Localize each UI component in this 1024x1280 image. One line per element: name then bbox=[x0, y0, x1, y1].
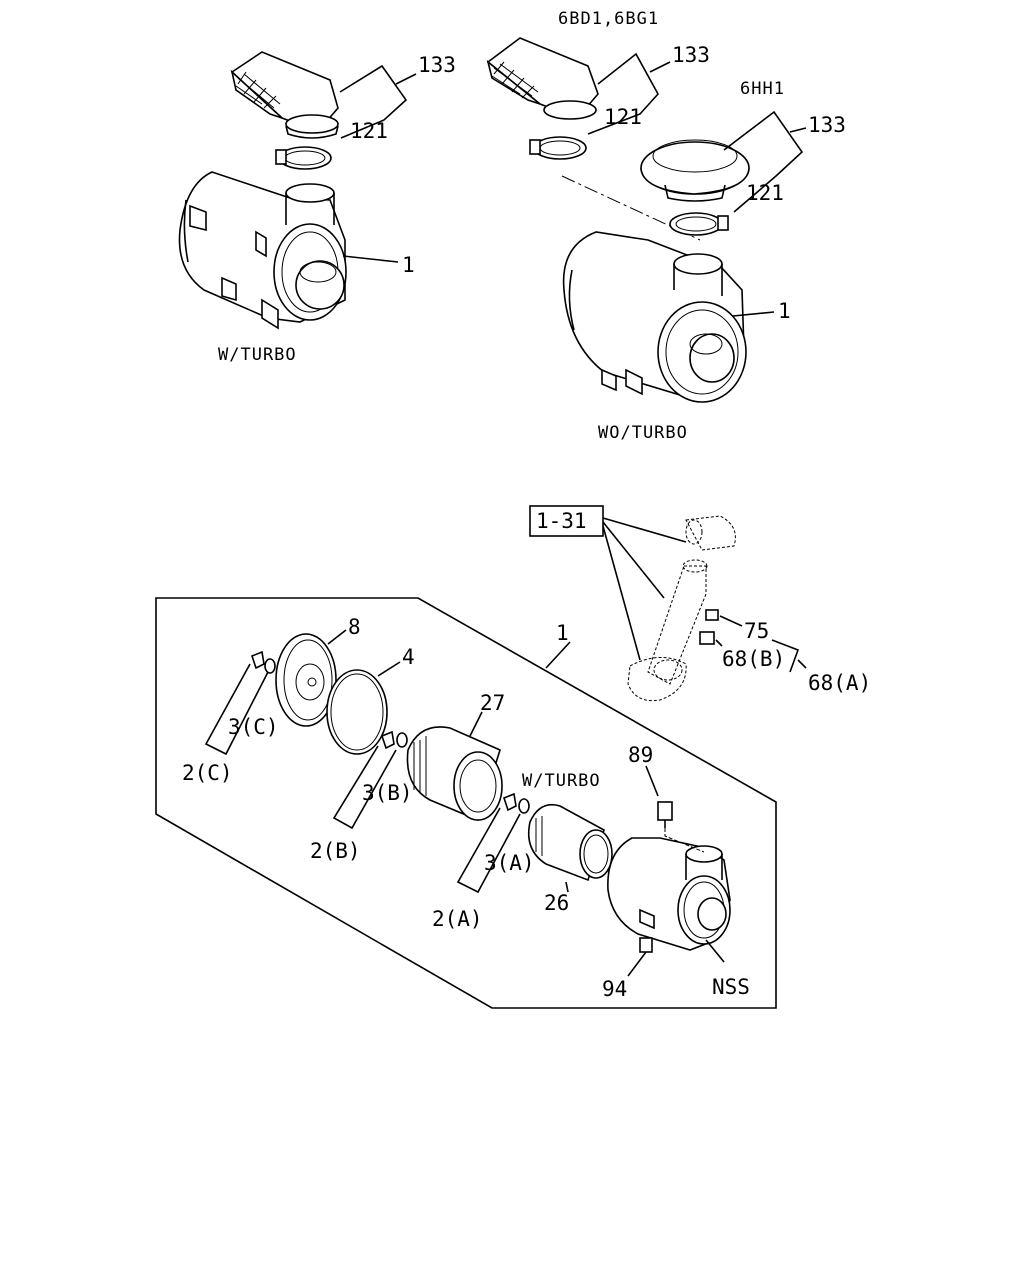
air-cleaner-housing-left bbox=[178, 171, 399, 330]
wing-nut-a bbox=[503, 792, 530, 814]
callout-121-left: 121 bbox=[350, 119, 388, 143]
air-cleaner-housing-right bbox=[562, 231, 775, 403]
callout-133-mid: 133 bbox=[672, 43, 710, 67]
callout-3b: 3(B) bbox=[362, 781, 413, 805]
callout-1-31: 1-31 bbox=[536, 509, 587, 533]
filter-element-26 bbox=[527, 803, 613, 893]
callout-27: 27 bbox=[480, 691, 505, 715]
callout-3a: 3(A) bbox=[484, 851, 535, 875]
callout-1-left: 1 bbox=[402, 253, 415, 277]
callout-26: 26 bbox=[544, 891, 569, 915]
bracket-133-121-right bbox=[723, 110, 807, 213]
caption-w-turbo-top: W/TURBO bbox=[218, 345, 297, 365]
callout-75: 75 bbox=[744, 619, 769, 643]
callout-nss: NSS bbox=[712, 975, 750, 999]
air-cleaner-body-kit bbox=[607, 837, 731, 963]
bracket-2c-3c bbox=[204, 663, 269, 756]
caption-w-turbo-kit: W/TURBO bbox=[522, 771, 601, 791]
bracket-133-121-left bbox=[339, 64, 417, 139]
model-label-6bd1-6bg1: 6BD1,6BG1 bbox=[558, 9, 659, 29]
callout-1-right: 1 bbox=[778, 299, 791, 323]
bracket-133-121-mid bbox=[587, 52, 671, 135]
valve-89 bbox=[645, 765, 705, 853]
callout-4: 4 bbox=[402, 645, 415, 669]
hose-clamp-left bbox=[275, 146, 332, 170]
ref-box-1-31 bbox=[529, 505, 687, 661]
callout-68a: 68(A) bbox=[808, 671, 871, 695]
bracket-68 bbox=[771, 639, 807, 673]
wing-nut-c bbox=[251, 650, 276, 674]
callout-3c: 3(C) bbox=[228, 715, 279, 739]
hose-clamp-right bbox=[669, 212, 729, 236]
bracket-2a-3a bbox=[456, 807, 521, 894]
callout-89: 89 bbox=[628, 743, 653, 767]
model-label-6hh1: 6HH1 bbox=[740, 79, 785, 99]
wing-nut-b bbox=[381, 730, 408, 750]
kit-outline bbox=[155, 597, 777, 1009]
cover-8 bbox=[275, 629, 347, 727]
air-intake-duct-mid bbox=[486, 37, 599, 120]
precleaner-cap-6hh1 bbox=[640, 139, 750, 202]
callout-1-kit: 1 bbox=[556, 621, 569, 645]
callout-121-mid: 121 bbox=[604, 105, 642, 129]
callout-2c: 2(C) bbox=[182, 761, 233, 785]
filter-element-27 bbox=[406, 711, 503, 822]
callout-121-right: 121 bbox=[746, 181, 784, 205]
callout-133-right: 133 bbox=[808, 113, 846, 137]
callout-68b: 68(B) bbox=[722, 647, 785, 671]
fitting-68b bbox=[699, 631, 723, 647]
callout-8: 8 bbox=[348, 615, 361, 639]
callout-133-left: 133 bbox=[418, 53, 456, 77]
air-intake-duct-left bbox=[230, 51, 339, 139]
drain-94 bbox=[627, 937, 653, 977]
o-ring-4 bbox=[326, 661, 401, 755]
fitting-75 bbox=[705, 609, 743, 627]
callout-94: 94 bbox=[602, 977, 627, 1001]
hose-clamp-mid bbox=[529, 136, 587, 160]
callout-2b: 2(B) bbox=[310, 839, 361, 863]
bracket-2b-3b bbox=[332, 745, 397, 830]
ghost-pipe-assembly bbox=[627, 515, 736, 702]
callout-2a: 2(A) bbox=[432, 907, 483, 931]
caption-wo-turbo: WO/TURBO bbox=[598, 423, 688, 443]
